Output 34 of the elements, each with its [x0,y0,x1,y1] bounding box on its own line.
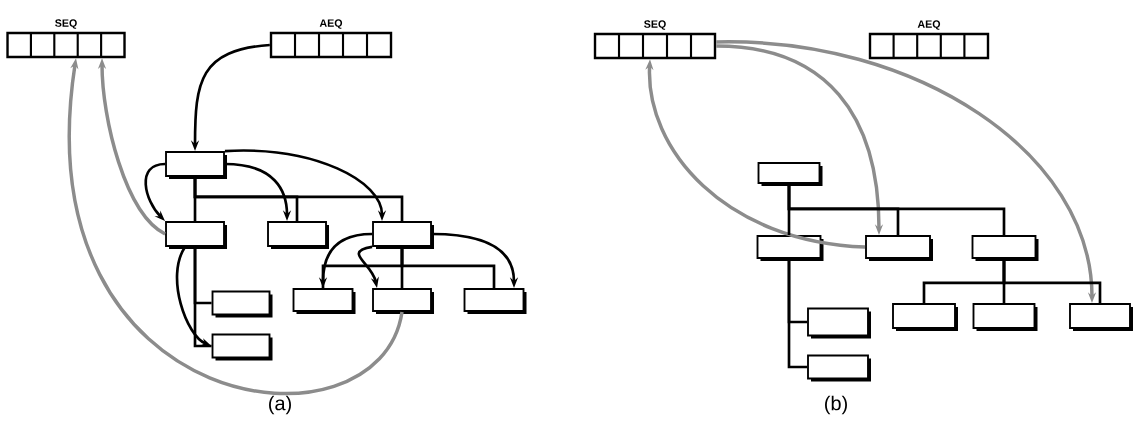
queue: AEQ [269,19,393,59]
box [165,221,227,249]
connector-line [787,183,1006,236]
node-label: AEQ [917,20,941,30]
box [807,354,871,382]
panel-label: (b) [825,395,847,415]
box [211,290,273,318]
box [807,307,871,339]
box [211,333,273,361]
box [165,151,227,179]
connector-line [193,176,404,222]
box [865,235,933,261]
box [292,288,356,314]
queue: SEQ [593,20,717,60]
box [757,162,823,186]
box [756,235,824,261]
box [971,235,1039,261]
node-label: SEQ [644,20,666,30]
box [463,288,527,314]
node-label: AEQ [319,19,343,29]
queue: SEQ [6,19,126,59]
box [972,303,1038,331]
panel-label: (a) [269,395,291,415]
connector-line [400,246,496,289]
box [267,221,329,249]
box [892,303,958,331]
connector-line [787,258,808,369]
box [1069,303,1133,331]
box [372,288,434,314]
queue: AEQ [868,20,990,60]
node-label: SEQ [55,19,77,29]
box [372,221,434,249]
connector-line [193,246,212,348]
connector-line [1002,258,1102,304]
